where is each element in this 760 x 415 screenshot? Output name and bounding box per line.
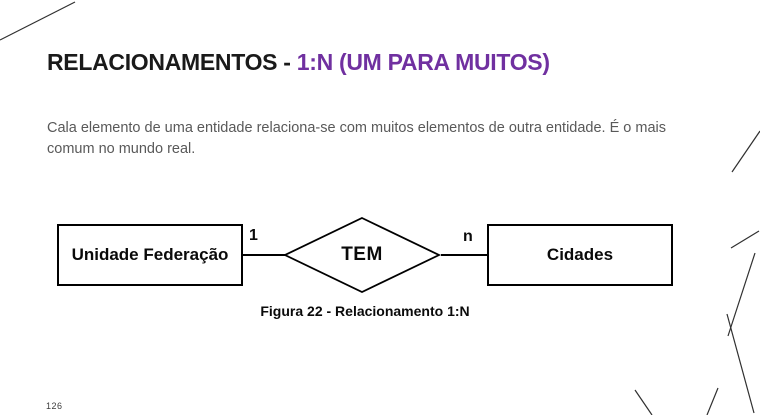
figure-caption: Figura 22 - Relacionamento 1:N [260,303,470,319]
entity-box-right: Cidades [487,224,673,286]
page-number: 126 [46,401,63,411]
title-highlight: 1:N (UM PARA MUITOS) [296,49,550,75]
entity-label-right: Cidades [546,245,614,264]
relationship-diamond-shape [282,217,442,293]
cardinality-label-left: 1 [249,227,258,244]
cardinality-label-right: n [463,228,473,245]
body-text: Cala elemento de uma entidade relaciona-… [47,120,667,157]
relationship-label: TEM [341,244,383,265]
connector-line-left [243,254,285,256]
slide-title: RELACIONAMENTOS - 1:N (UM PARA MUITOS) [47,49,550,76]
connector-line-right [441,254,487,256]
title-prefix: RELACIONAMENTOS - [47,49,297,75]
entity-box-left: Unidade Federação [57,224,243,286]
entity-label-left: Unidade Federação [71,245,229,264]
